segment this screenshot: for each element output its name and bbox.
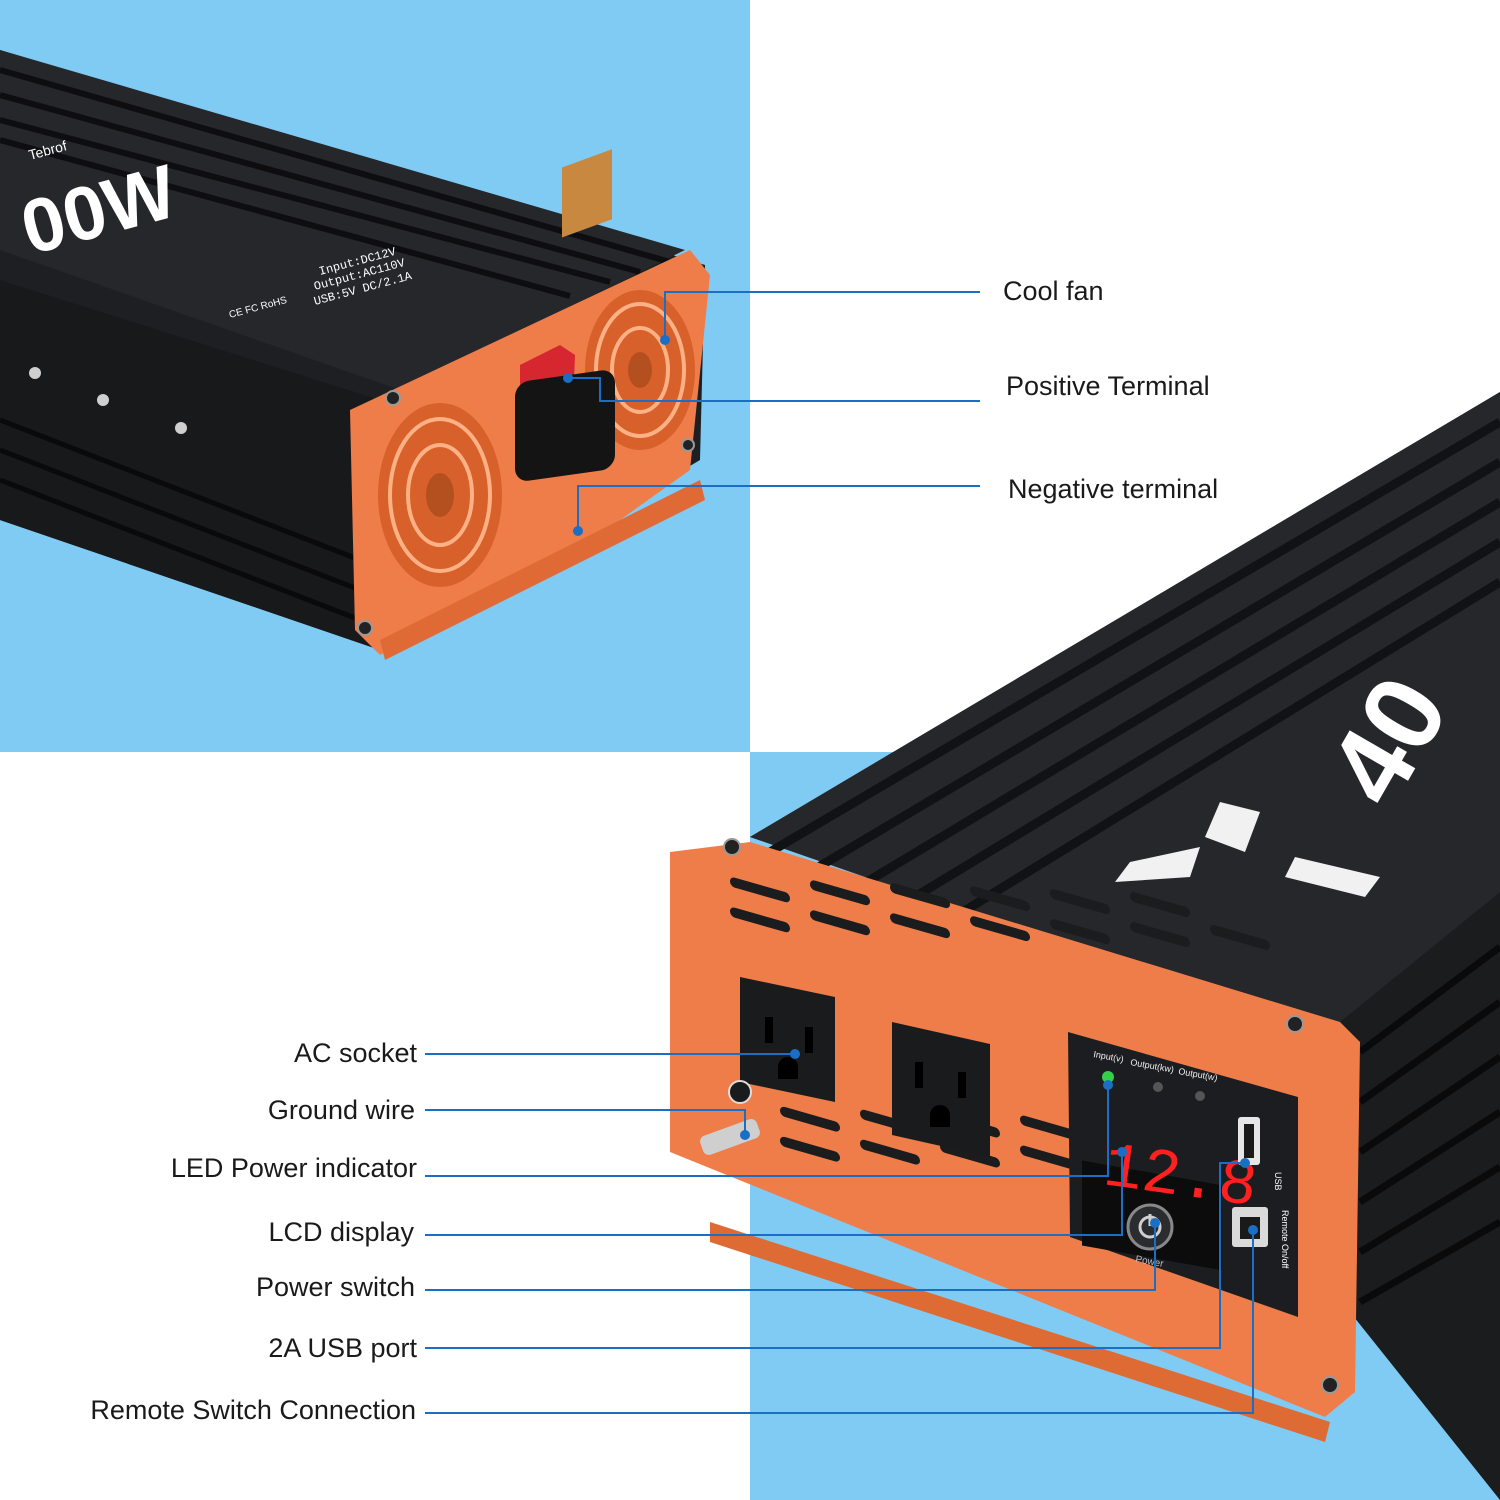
label-usb-port: 2A USB port [268, 1333, 417, 1363]
bottom-inverter-illustration: 40 [670, 392, 1500, 1500]
heatsink-fins [0, 67, 671, 299]
top-product-panel: Tebrof 00W Input:DC12V Output:AC110V USB… [0, 0, 750, 752]
label-lcd-display: LCD display [268, 1217, 414, 1247]
bottom-product-panel: 40 [670, 392, 1500, 1500]
negative-terminal [515, 370, 615, 481]
label-power-switch: Power switch [255, 1272, 415, 1302]
label-positive-terminal: Positive Terminal [1006, 371, 1210, 401]
usb-port [1238, 1117, 1260, 1165]
ac-socket-left [740, 977, 835, 1102]
label-negative-terminal: Negative terminal [1008, 474, 1219, 504]
label-ac-socket: AC socket [293, 1038, 417, 1068]
top-inverter-illustration: Tebrof 00W Input:DC12V Output:AC110V USB… [0, 50, 710, 660]
power-switch-button[interactable] [1126, 1203, 1174, 1251]
heatsink-fins-bottom [767, 418, 1500, 936]
cool-fan-left [378, 403, 502, 587]
led-power-indicator-light [1102, 1071, 1114, 1083]
remote-label: Remote On/off [1280, 1210, 1290, 1269]
brand-logo [1115, 802, 1380, 897]
label-cool-fan: Cool fan [1003, 276, 1104, 306]
label-remote-switch-connection: Remote Switch Connection [90, 1395, 416, 1425]
ac-socket-right [892, 1022, 990, 1157]
usb-label: USB [1273, 1172, 1283, 1191]
label-ground-wire: Ground wire [267, 1095, 415, 1125]
side-screws [29, 367, 187, 434]
label-led-power-indicator: LED Power indicator [170, 1153, 417, 1183]
remote-port [1232, 1207, 1268, 1247]
